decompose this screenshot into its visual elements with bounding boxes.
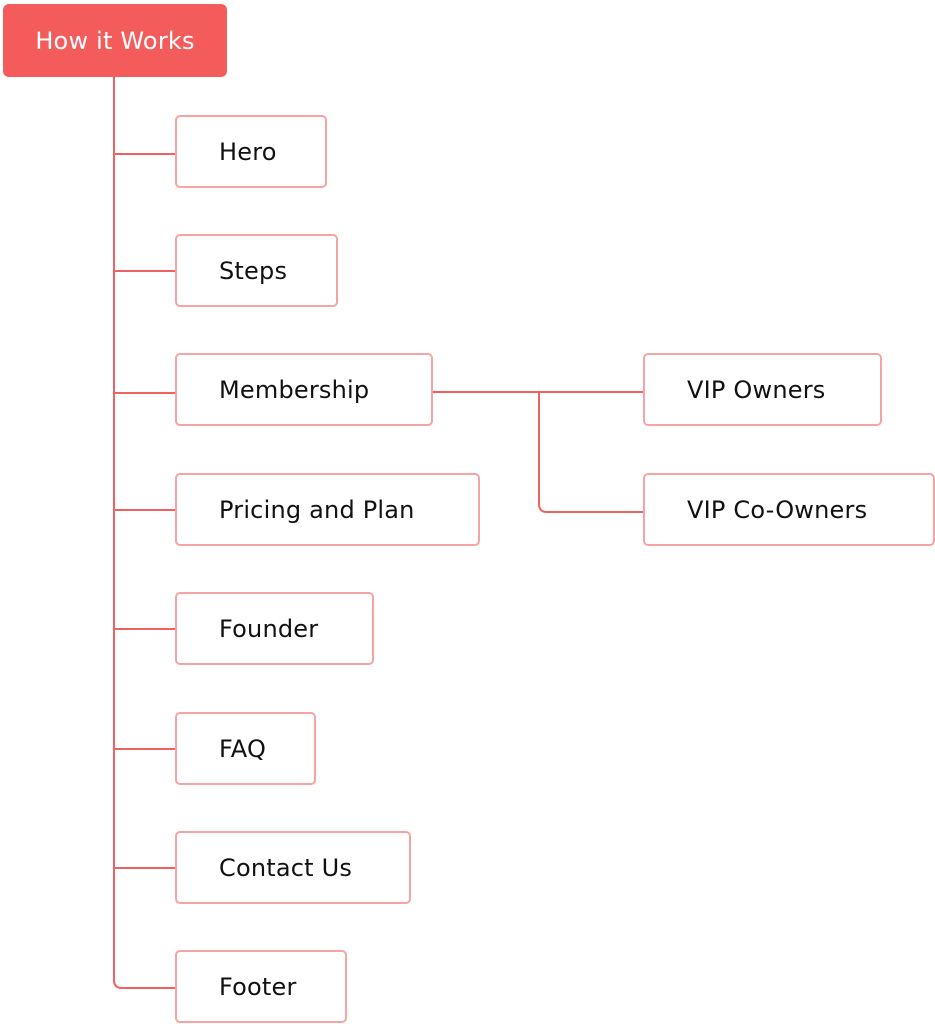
node-steps: Steps bbox=[175, 234, 338, 307]
node-label: Footer bbox=[219, 972, 297, 1001]
node-founder: Founder bbox=[175, 592, 374, 665]
node-label: Pricing and Plan bbox=[219, 495, 415, 524]
node-membership: Membership bbox=[175, 353, 433, 426]
node-pricing-and-plan: Pricing and Plan bbox=[175, 473, 480, 546]
node-label: Hero bbox=[219, 137, 277, 166]
node-label: Contact Us bbox=[219, 853, 353, 882]
node-contact-us: Contact Us bbox=[175, 831, 411, 904]
node-label: VIP Owners bbox=[687, 375, 826, 404]
root-node-label: How it Works bbox=[35, 26, 195, 55]
node-vip-owners: VIP Owners bbox=[643, 353, 882, 426]
node-footer: Footer bbox=[175, 950, 347, 1023]
node-label: Founder bbox=[219, 614, 319, 643]
node-label: FAQ bbox=[219, 734, 267, 763]
node-label: Steps bbox=[219, 256, 288, 285]
root-node-how-it-works: How it Works bbox=[3, 4, 227, 77]
node-faq: FAQ bbox=[175, 712, 316, 785]
trunk-connector bbox=[113, 77, 176, 989]
node-hero: Hero bbox=[175, 115, 327, 188]
node-label: Membership bbox=[219, 375, 370, 404]
branch-vip-co-owners bbox=[538, 392, 644, 513]
node-vip-co-owners: VIP Co-Owners bbox=[643, 473, 935, 546]
node-label: VIP Co-Owners bbox=[687, 495, 868, 524]
